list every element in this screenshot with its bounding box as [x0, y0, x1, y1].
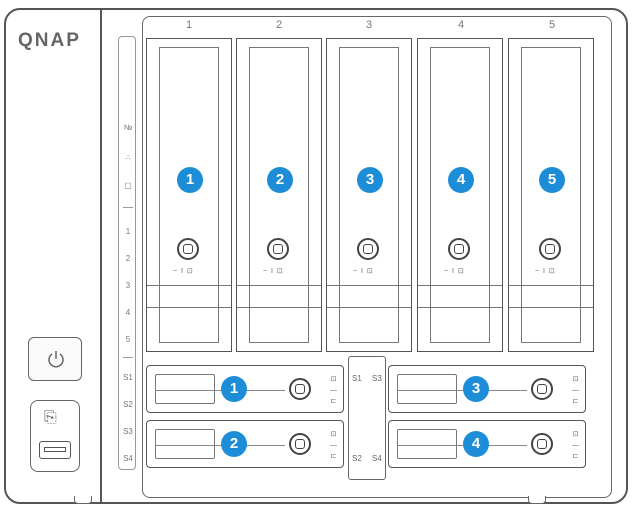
- ssd-label-s4: S4: [372, 454, 382, 463]
- ssd-badge: 4: [463, 431, 489, 457]
- tray-lock-icon[interactable]: [357, 238, 379, 260]
- led-label-s4: S4: [123, 454, 133, 463]
- led-label-3: 3: [125, 281, 131, 290]
- ssd-label-s1: S1: [352, 374, 362, 383]
- hdd-bay-3[interactable]: 3 ~ I ⊡: [326, 38, 412, 352]
- bay-badge: 1: [177, 167, 203, 193]
- status-led-icon: №: [123, 123, 133, 132]
- ssd-label-panel: [348, 356, 386, 480]
- bay-number: 1: [185, 19, 193, 31]
- front-panel: [4, 8, 102, 504]
- tray-lock-icon[interactable]: [539, 238, 561, 260]
- lock-legend: ~ I ⊡: [353, 268, 374, 275]
- led-label-4: 4: [125, 308, 131, 317]
- bay-number: 4: [457, 19, 465, 31]
- bay-badge: 3: [357, 167, 383, 193]
- tray-lock-icon[interactable]: [448, 238, 470, 260]
- led-label-2: 2: [125, 254, 131, 263]
- led-label-1: 1: [125, 227, 131, 236]
- ssd-lock-legend: ⊡—⊏: [572, 431, 579, 460]
- ssd-lock-legend: ⊡—⊏: [330, 431, 337, 460]
- power-icon: [48, 351, 64, 368]
- ssd-badge: 1: [221, 376, 247, 402]
- ssd-slot-2[interactable]: 2 ⊡—⊏: [146, 420, 344, 468]
- ssd-badge: 2: [221, 431, 247, 457]
- lock-legend: ~ I ⊡: [535, 268, 556, 275]
- chassis-foot: [528, 496, 546, 504]
- led-label-5: 5: [125, 335, 131, 344]
- bay-number: 5: [548, 19, 556, 31]
- hdd-bay-1[interactable]: 1 ~ I ⊡: [146, 38, 232, 352]
- lock-legend: ~ I ⊡: [263, 268, 284, 275]
- ssd-lock-icon[interactable]: [289, 378, 311, 400]
- led-label-s3: S3: [123, 427, 133, 436]
- network-led-icon: ∴: [125, 153, 131, 162]
- ssd-slot-4[interactable]: 4 ⊡—⊏: [388, 420, 586, 468]
- led-divider: [123, 357, 133, 358]
- tray-lock-icon[interactable]: [177, 238, 199, 260]
- ssd-lock-icon[interactable]: [531, 433, 553, 455]
- chassis-foot: [74, 496, 92, 504]
- lock-legend: ~ I ⊡: [444, 268, 465, 275]
- led-label-s2: S2: [123, 400, 133, 409]
- bay-badge: 2: [267, 167, 293, 193]
- bay-badge: 5: [539, 167, 565, 193]
- bay-number: 2: [275, 19, 283, 31]
- power-button[interactable]: [28, 337, 82, 381]
- ssd-lock-icon[interactable]: [531, 378, 553, 400]
- tray-lock-icon[interactable]: [267, 238, 289, 260]
- lock-legend: ~ I ⊡: [173, 268, 194, 275]
- lan-led-icon: ▢: [124, 181, 132, 190]
- ssd-slot-3[interactable]: 3 ⊡—⊏: [388, 365, 586, 413]
- usb-port[interactable]: [39, 441, 71, 459]
- ssd-badge: 3: [463, 376, 489, 402]
- ssd-slot-1[interactable]: 1 ⊡—⊏: [146, 365, 344, 413]
- hdd-bay-5[interactable]: 5 ~ I ⊡: [508, 38, 594, 352]
- bay-badge: 4: [448, 167, 474, 193]
- brand-logo: QNAP: [18, 30, 81, 51]
- ssd-lock-legend: ⊡—⊏: [330, 376, 337, 405]
- ssd-lock-legend: ⊡—⊏: [572, 376, 579, 405]
- ssd-lock-icon[interactable]: [289, 433, 311, 455]
- ssd-label-s2: S2: [352, 454, 362, 463]
- drive-bay-area: [142, 16, 612, 498]
- led-label-s1: S1: [123, 373, 133, 382]
- bay-number: 3: [365, 19, 373, 31]
- led-indicator-strip: № ∴ ▢ 1 2 3 4 5 S1 S2 S3 S4: [118, 36, 136, 470]
- ssd-label-s3: S3: [372, 374, 382, 383]
- hdd-bay-2[interactable]: 2 ~ I ⊡: [236, 38, 322, 352]
- usb-one-touch-copy: ⎘: [30, 400, 80, 472]
- hdd-bay-4[interactable]: 4 ~ I ⊡: [417, 38, 503, 352]
- usb-copy-icon[interactable]: ⎘: [44, 409, 57, 426]
- led-divider: [123, 207, 133, 208]
